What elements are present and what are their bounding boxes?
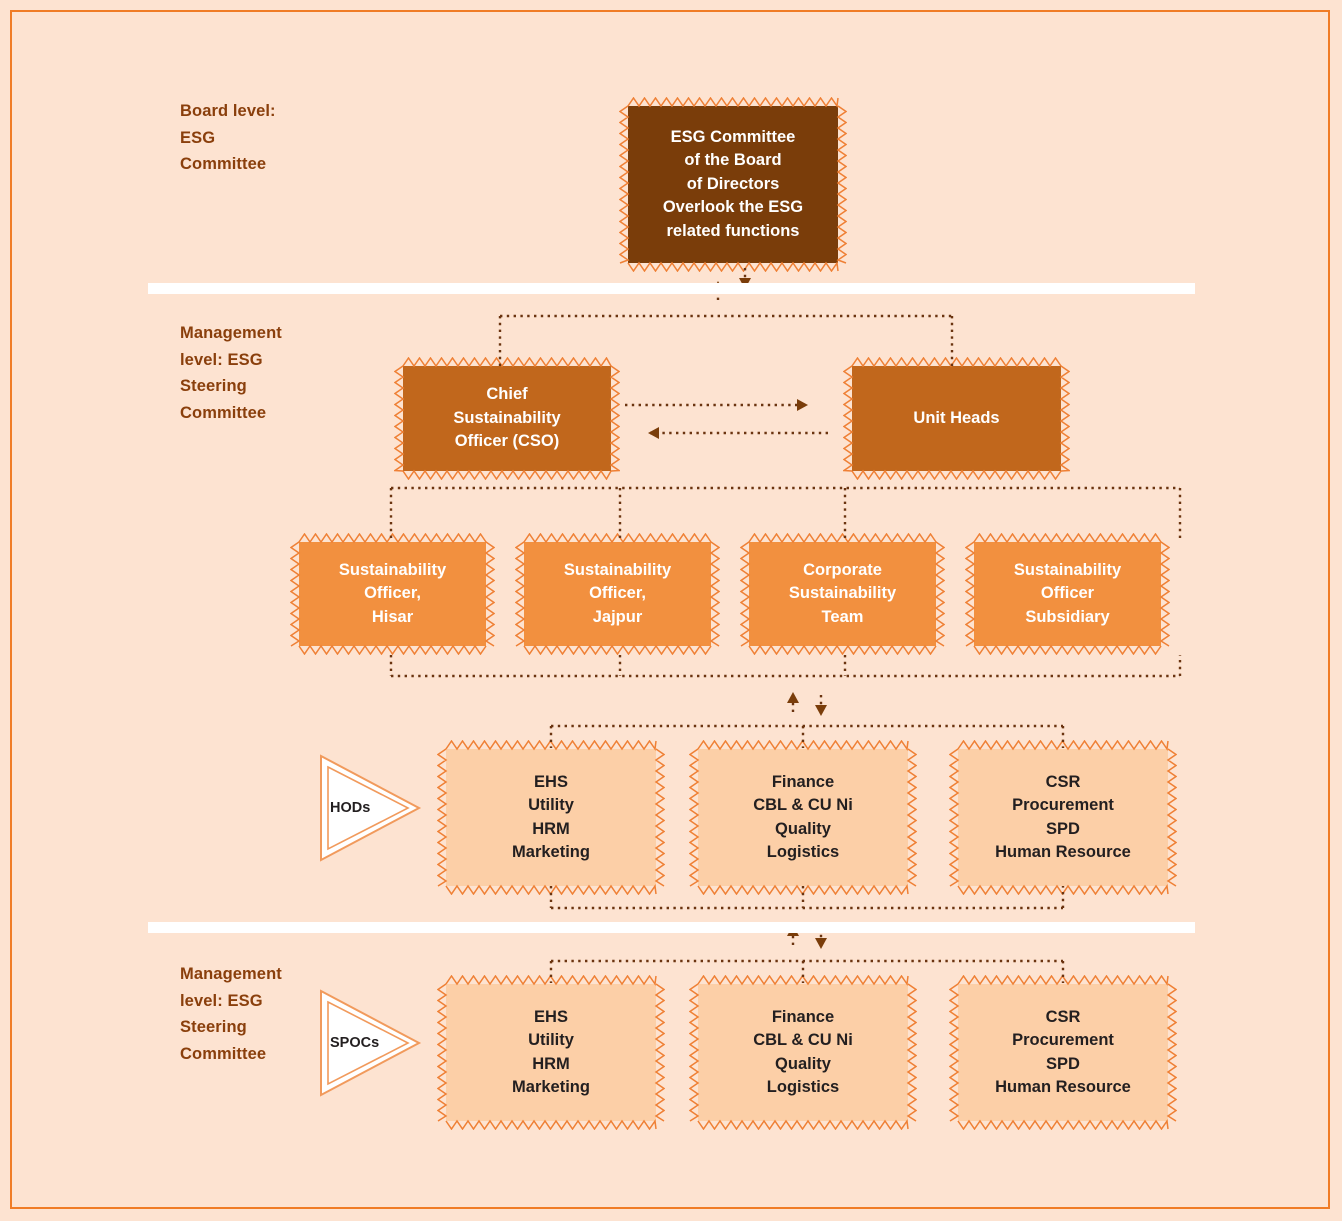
- box-sustainability-officer-hisar[interactable]: Sustainability Officer, Hisar: [290, 533, 495, 655]
- box-sustainability-officer-jajpur[interactable]: Sustainability Officer, Jajpur: [515, 533, 720, 655]
- connector-officers-collect: [389, 655, 1182, 678]
- box-hod-ehs-utility-hrm-marketing[interactable]: EHS Utility HRM Marketing: [437, 740, 665, 895]
- box-hod-finance-cbl-quality-logistics[interactable]: Finance CBL & CU Ni Quality Logistics: [689, 740, 917, 895]
- box-spoc-csr-procurement-spd-hr[interactable]: CSR Procurement SPD Human Resource: [949, 975, 1177, 1130]
- connector-hod-collect: [549, 886, 1065, 910]
- level-label-management: Management level: ESG Steering Committee: [180, 324, 282, 423]
- spocs-triangle-callout: SPOCs: [318, 988, 422, 1098]
- box-unit-heads[interactable]: Unit Heads: [843, 357, 1070, 480]
- connector-officer-bus: [389, 486, 1182, 541]
- box-spoc-ehs-utility-hrm-marketing[interactable]: EHS Utility HRM Marketing: [437, 975, 665, 1130]
- box-corporate-sustainability-team[interactable]: Corporate Sustainability Team: [740, 533, 945, 655]
- box-esg-committee-of-board[interactable]: ESG Committee of the Board of Directors …: [619, 97, 847, 272]
- spocs-label: SPOCs: [330, 1035, 380, 1051]
- connector-spoc-bus: [549, 959, 1065, 983]
- connector-hod-bus: [549, 724, 1065, 748]
- hods-label: HODs: [330, 800, 371, 816]
- level-label-board: Board level: ESG Committee: [180, 102, 276, 174]
- separator-hod-spoc: [148, 922, 1195, 933]
- box-sustainability-officer-subsidiary[interactable]: Sustainability Officer Subsidiary: [965, 533, 1170, 655]
- level-label-management-2: Management level: ESG Steering Committee: [180, 965, 282, 1064]
- box-spoc-finance-cbl-quality-logistics[interactable]: Finance CBL & CU Ni Quality Logistics: [689, 975, 917, 1130]
- box-chief-sustainability-officer[interactable]: Chief Sustainability Officer (CSO): [394, 357, 620, 480]
- separator-board-management: [148, 283, 1195, 294]
- box-hod-csr-procurement-spd-hr[interactable]: CSR Procurement SPD Human Resource: [949, 740, 1177, 895]
- hods-triangle-callout: HODs: [318, 753, 422, 863]
- connector-board-bus: [498, 314, 954, 368]
